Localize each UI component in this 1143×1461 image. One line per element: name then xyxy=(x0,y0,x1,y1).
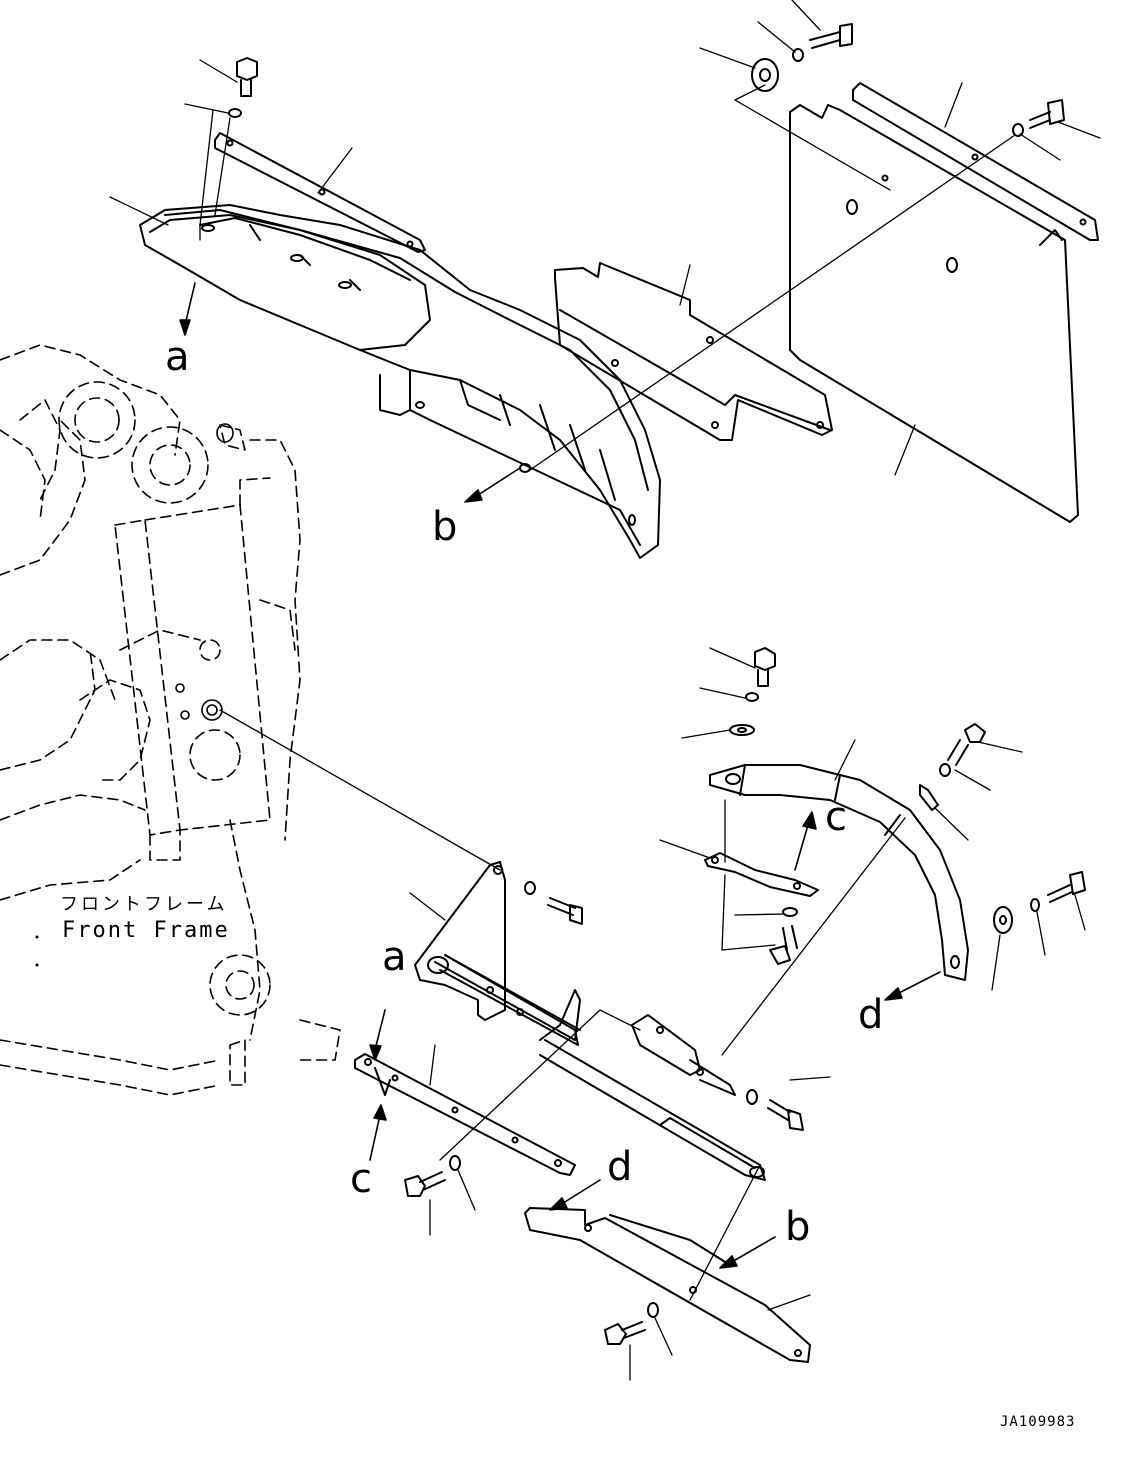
lower-stay-bolt-left xyxy=(404,1155,461,1197)
fender-stay-bracket xyxy=(414,861,766,1181)
arc-fasteners xyxy=(729,647,1086,965)
ref-letter-b-bottom: b xyxy=(785,1204,810,1250)
clip-washer-bolt xyxy=(746,1089,804,1131)
mud-flap xyxy=(789,104,1079,523)
reference-letters: a b c d a c d b xyxy=(165,334,883,1250)
front-fender xyxy=(139,204,661,559)
mud-flap-fasteners xyxy=(751,23,1065,137)
mounting-clip xyxy=(631,1014,736,1096)
rear-fender-arc xyxy=(709,764,969,981)
rear-fender-small-bracket xyxy=(704,852,819,897)
ref-letter-d-right: d xyxy=(858,992,883,1038)
lower-stay-right xyxy=(524,1207,811,1363)
top-plate-strip xyxy=(214,132,426,253)
ref-letter-a-bottom: a xyxy=(382,934,407,980)
lower-stay-bolt-right xyxy=(604,1302,659,1345)
mud-flap-clamp-strip xyxy=(852,82,1099,241)
frame-label-jp: フロントフレーム xyxy=(60,894,227,915)
bolt-top-left xyxy=(228,57,258,118)
reference-arrows xyxy=(179,282,941,1269)
ref-letter-a-top: a xyxy=(165,334,190,380)
front-frame: フロントフレーム Front Frame xyxy=(0,344,341,1096)
ref-letter-c-right: c xyxy=(825,794,847,840)
bracket-washer-bolt-upper xyxy=(524,881,583,925)
ref-letter-d-bottom: d xyxy=(607,1144,632,1190)
lower-stay-left xyxy=(354,1053,576,1176)
frame-label-en: Front Frame xyxy=(62,918,230,943)
drawing-number: JA109983 xyxy=(1000,1414,1075,1430)
leader-lines-bottom xyxy=(219,647,1086,1381)
leader-lines-top xyxy=(109,0,1101,476)
ref-letter-c-bottom: c xyxy=(350,1156,372,1202)
side-cover-plate xyxy=(554,262,833,441)
ref-letter-b-top: b xyxy=(432,504,457,550)
